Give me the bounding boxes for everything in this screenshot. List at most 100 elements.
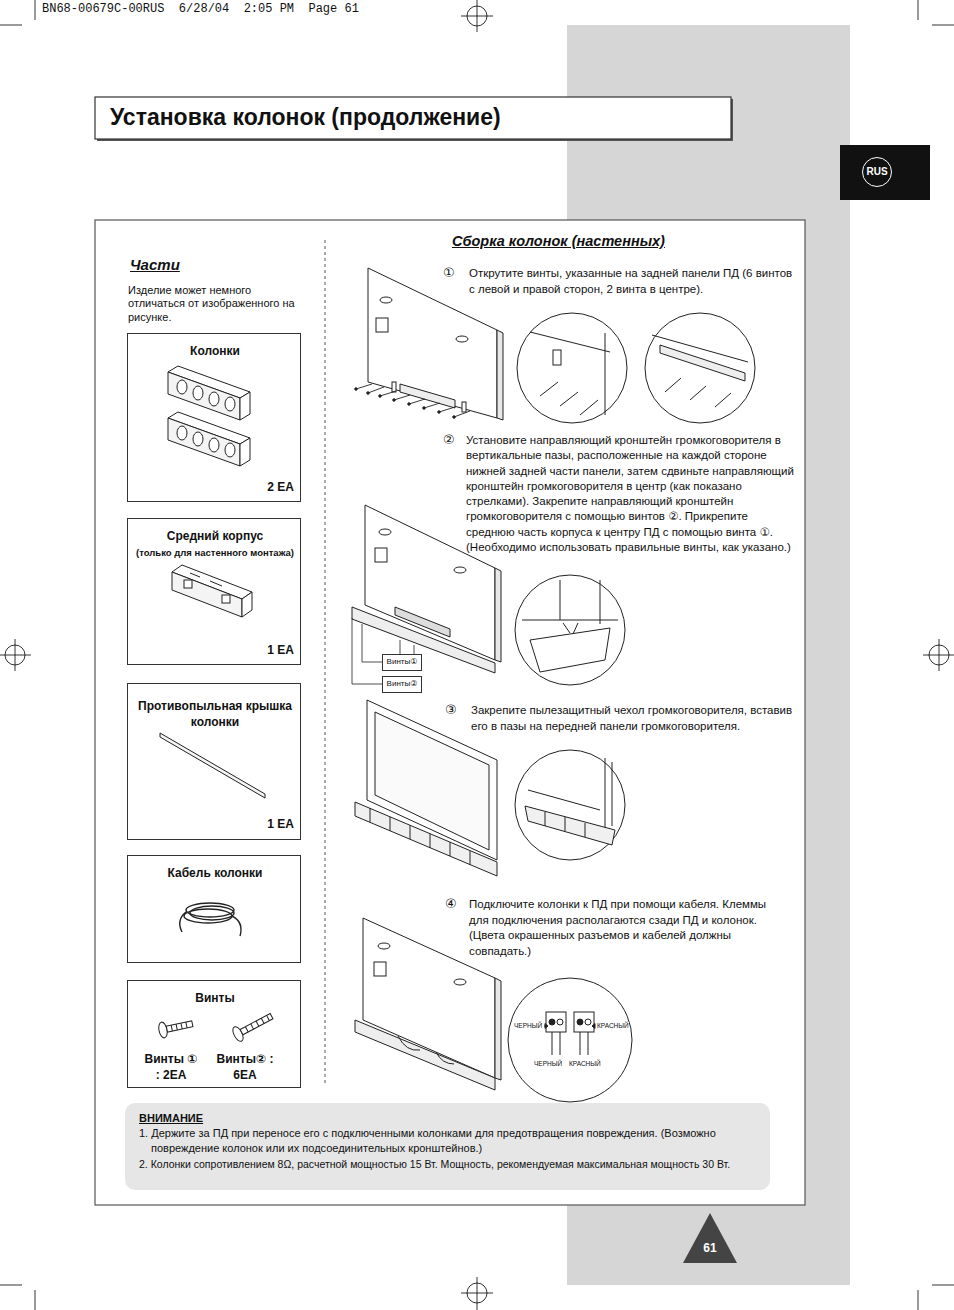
terminal-label: ЧЕРНЫЙ [514,1022,542,1029]
cable-drawing [180,903,241,936]
crop-mark [461,16,493,17]
panel-front-drawing [370,808,371,822]
panel-back-drawing [497,330,503,420]
screw-arrow [438,411,441,414]
screw-arrow [367,392,370,395]
detail-circle [690,386,706,400]
detail-circle [517,313,627,423]
detail-circle [517,313,755,423]
part-name: Противопыльная крышка колонки [136,699,294,730]
detail-circle [515,750,625,860]
warning-heading: ВНИМАНИЕ [139,1111,756,1126]
speaker-drawing [240,392,250,420]
screw-arrow [439,407,455,412]
print-slug: BN68-00679C-00RUS 6/28/04 2:05 PM Page 6… [42,3,359,16]
detail-circle [530,332,610,352]
detail-circle [530,628,610,672]
terminal-drawing [580,1032,581,1055]
middle-body-drawing [222,595,230,603]
part-box: Колонки2 EA [127,333,301,502]
detail-circle [573,623,578,634]
panel-back-drawing [355,1020,495,1090]
middle-body-drawing [172,565,252,617]
crop-mark [15,639,16,671]
screw-arrow [380,391,396,396]
detail-circle [508,978,632,1102]
detail-circle [560,580,561,620]
screw-drawing [157,1009,275,1043]
crop-mark [923,655,954,656]
detail-circle [665,378,681,392]
detail-circle [605,758,606,828]
part-name: Винты [128,991,302,1007]
crop-mark [477,1277,478,1310]
screw-callout: Винты② [383,679,421,689]
screw-arrow [394,395,410,400]
step-text: Подключите колонки к ПД при помощи кабел… [469,897,784,959]
speaker-drawing [177,426,187,440]
middle-body-drawing [190,573,200,577]
detail-circle [515,575,625,685]
page-title: Установка колонок (продолжение) [110,104,501,132]
terminal-drawing [588,1032,589,1055]
screw-arrow [424,403,440,408]
detail-circle [560,392,578,406]
screw-drawing [267,1015,270,1020]
screw-drawing [245,1027,248,1032]
detail-circle [565,817,566,831]
speaker-drawing [225,443,235,457]
screw-arrow [408,403,411,406]
speaker-drawing [168,418,240,466]
screw-arrow [355,384,470,418]
note-text: Изделие может немного отличаться от изоб… [128,284,310,324]
callout-box: Винты① [382,654,422,671]
cable-drawing [190,906,234,920]
screw-arrow [393,399,396,402]
terminal-drawing [560,1032,561,1055]
detail-circle [545,812,546,826]
panel-front-drawing [410,825,411,839]
screw-drawing [251,1024,254,1029]
leader-line [352,618,383,684]
part-note: (только для настенного монтажа) [128,547,302,559]
page-number: 61 [683,1241,737,1255]
panel-back-drawing [376,318,388,332]
detail-circle [515,750,625,860]
panel-back-drawing [352,607,495,673]
step-number: ① [443,265,455,281]
terminal-drawing [585,1019,591,1025]
terminal-drawing [545,1024,548,1029]
screw-arrow [453,416,456,419]
screw-arrow [423,407,426,410]
detail-circle [645,313,755,423]
panel-back-drawing [495,568,501,662]
screw-drawing [181,1023,182,1029]
crop-mark [0,655,31,656]
step-number: ④ [445,896,457,912]
panel-back-drawing [454,979,466,985]
middle-body-drawing [210,581,222,586]
panel-front-drawing [470,851,471,865]
triangle-marker [683,1213,737,1263]
detail-circle [508,978,632,1102]
panel-back-drawing [380,297,392,303]
step-text: Закрепите пылезащитный чехол громкоговор… [471,703,799,734]
content-frame [95,220,805,1205]
screw-drawing [166,1021,193,1032]
screw-drawing [240,1014,273,1035]
detail-circle [540,382,558,396]
section-heading: Части [130,256,180,274]
title-box [95,97,733,141]
speaker-drawing [193,432,203,446]
step-number: ③ [445,702,457,718]
terminal-label: КРАСНЫЙ [597,1022,629,1029]
part-quantity: 2 EA [218,480,294,496]
part-box: Средний корпус(только для настенного мон… [127,518,301,665]
crop-mark [35,1290,36,1310]
screw-arrow [355,388,358,391]
triangle-shape [683,1213,737,1263]
panel-back-drawing [454,567,466,573]
middle-body-drawing [184,580,192,588]
callout-box: Винты② [382,676,422,693]
